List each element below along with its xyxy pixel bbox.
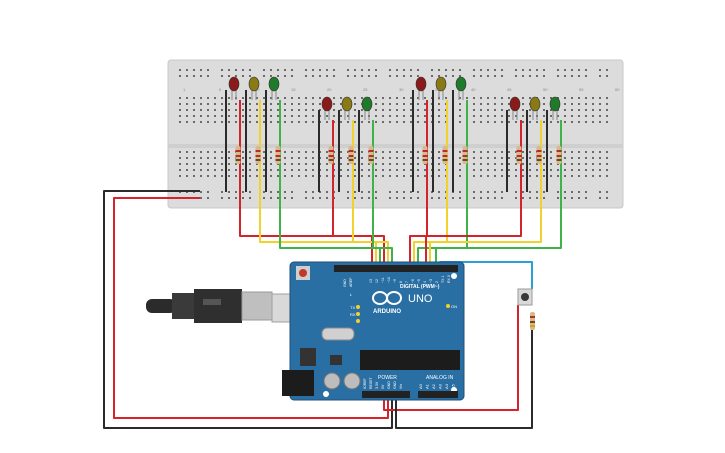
analog-pin-label: A1 (425, 383, 430, 389)
atmega-chip (360, 350, 460, 370)
gnd-power-wire (103, 190, 393, 429)
column-number: 40 (471, 87, 476, 92)
wires (103, 90, 562, 429)
digital-pin-label: ~3 (429, 279, 433, 283)
power-pin-label: 3.3V (375, 381, 379, 389)
digital-pin-label: ~6 (411, 279, 415, 283)
signal-wire (239, 100, 373, 266)
column-number: 55 (579, 87, 584, 92)
column-number: 25 (363, 87, 368, 92)
brand-label: ARDUINO (373, 309, 401, 315)
signal-wire (352, 120, 389, 266)
signal-wire (372, 120, 393, 266)
breadboard[interactable]: 151015202530354045505560 (167, 59, 624, 209)
model-label: UNO (408, 293, 433, 305)
digital-pin-label: 12 (375, 279, 379, 283)
aref-label: AREF (349, 278, 353, 287)
column-number: 45 (507, 87, 512, 92)
push-button[interactable] (517, 288, 533, 306)
digital-pin-label: 8 (399, 281, 403, 283)
analog-pin-label: A3 (438, 383, 443, 389)
breadboard-holes (179, 69, 608, 199)
analog-pin-label: A5 (451, 383, 456, 389)
column-number: 5 (219, 87, 222, 92)
digital-pin-label: ~10 (387, 277, 391, 283)
signal-wire (429, 120, 542, 266)
led (455, 76, 467, 92)
led (361, 96, 373, 112)
column-number: 1 (183, 87, 186, 92)
power-pin-label: RESET (369, 376, 373, 389)
signal-wire (425, 120, 522, 266)
column-number: 15 (291, 87, 296, 92)
led (248, 76, 260, 92)
signal-wire (259, 100, 377, 266)
power-pin-label: 5V (381, 384, 385, 389)
digital-pin-label: ~9 (393, 279, 397, 283)
column-number: 30 (399, 87, 404, 92)
l-label: L (350, 292, 353, 297)
digital-pin-label: ~11 (381, 277, 385, 283)
pulldown-resistor (530, 312, 535, 330)
led (435, 76, 447, 92)
led (341, 96, 353, 112)
digital-pin-label: ~5 (417, 279, 421, 283)
digital-header[interactable] (334, 265, 458, 272)
gnd-label: GND (343, 279, 347, 287)
signal-wire (332, 120, 385, 266)
power-pin-label: GND (393, 381, 397, 389)
power-jack[interactable] (282, 370, 314, 396)
on-label: ON (451, 304, 457, 309)
power-label: POWER (378, 375, 397, 381)
led (228, 76, 240, 92)
signal-wire (279, 100, 381, 266)
led (509, 96, 521, 112)
power-pin-label: IOREF (363, 378, 367, 389)
digital-pin-label: 2 (435, 281, 439, 283)
tx-label: TX (350, 305, 355, 310)
led (321, 96, 333, 112)
analog-pin-label: A4 (444, 383, 449, 389)
column-number: 20 (327, 87, 332, 92)
components (228, 76, 562, 164)
digital-pin-label: 13 (369, 279, 373, 283)
power-pin-label: Vin (399, 384, 403, 389)
button-power-wire (383, 305, 519, 411)
digital-pin-label: TX 1 (441, 276, 445, 283)
arduino-logo (372, 291, 402, 305)
signal-wire (409, 100, 428, 266)
column-number: 60 (615, 87, 620, 92)
analog-header[interactable] (418, 391, 458, 398)
led (415, 76, 427, 92)
power-pin-label: GND (387, 381, 391, 389)
arduino-uno-board[interactable]: ARDUINO UNO DIGITAL (PWM~) ON TX RX L PO… (282, 261, 465, 401)
column-number: 10 (255, 87, 260, 92)
digital-label: DIGITAL (PWM~) (400, 284, 440, 290)
signal-wire (435, 120, 562, 266)
analog-pin-label: A2 (431, 383, 436, 389)
analog-pin-label: A0 (418, 383, 423, 389)
rx-label: RX (350, 312, 356, 317)
analog-label: ANALOG IN (426, 375, 454, 381)
button-ground-wire (395, 330, 533, 429)
5v-power-wire (113, 197, 389, 419)
digital-pin-label: 4 (423, 281, 427, 283)
digital-pin-label: 7 (405, 281, 409, 283)
power-header[interactable] (362, 391, 410, 398)
led (549, 96, 561, 112)
led (268, 76, 280, 92)
led (529, 96, 541, 112)
digital-pin-label: RX 0 (447, 275, 451, 283)
column-number: 50 (543, 87, 548, 92)
